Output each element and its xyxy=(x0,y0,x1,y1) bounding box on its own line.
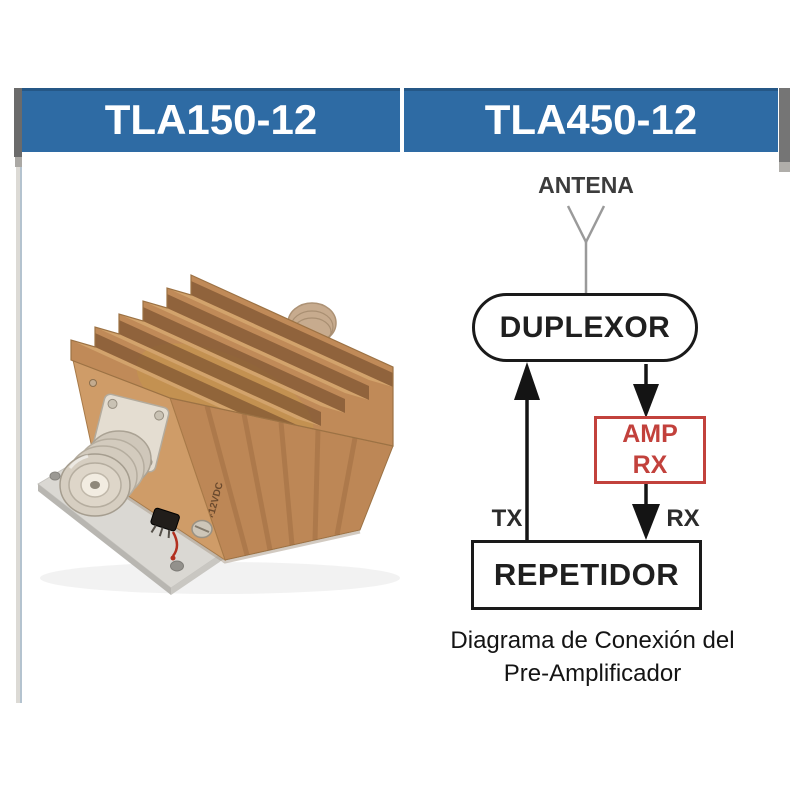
amp-to-repeater-arrow xyxy=(632,484,660,540)
n-connector xyxy=(59,430,152,517)
page-edge-right-dark xyxy=(779,88,790,162)
model-header-tla150: TLA150-12 xyxy=(22,88,400,152)
mounting-hole-front xyxy=(170,560,184,572)
block-base-shadow xyxy=(97,476,361,564)
product-photo-preamplifier: +12VDC xyxy=(37,274,400,595)
duplexor-node: DUPLEXOR xyxy=(472,293,698,362)
caption-line-2: Pre-Amplificador xyxy=(503,660,682,687)
page-edge-left-dark xyxy=(14,88,22,157)
heatsink-right-face: +12VDC xyxy=(169,397,394,561)
rx-port-label: RX xyxy=(666,505,700,532)
page-edge-left-cap xyxy=(15,157,22,167)
photo-shadow xyxy=(40,562,400,594)
amp-rx-line2: RX xyxy=(632,451,668,479)
duplexor-to-amp-arrow xyxy=(633,364,659,418)
transistor-component xyxy=(150,507,180,561)
screw-head xyxy=(191,519,213,539)
mounting-hole-left xyxy=(49,471,61,481)
antenna-icon xyxy=(566,205,606,294)
red-wire xyxy=(171,531,179,557)
amp-rx-line1: AMP xyxy=(622,420,678,448)
amp-rx-node: AMP RX xyxy=(594,416,706,484)
tx-port-label: TX xyxy=(491,505,523,532)
model-header-tla450: TLA450-12 xyxy=(404,88,778,152)
page-edge-left-strip xyxy=(16,167,22,703)
page-edge-right-cap xyxy=(779,162,790,172)
diagram-caption: Diagrama de Conexión del Pre-Amplificado… xyxy=(420,624,765,690)
repeater-node: REPETIDOR xyxy=(471,540,702,610)
caption-line-1: Diagrama de Conexión del xyxy=(450,627,735,654)
antenna-label: ANTENA xyxy=(538,172,634,198)
